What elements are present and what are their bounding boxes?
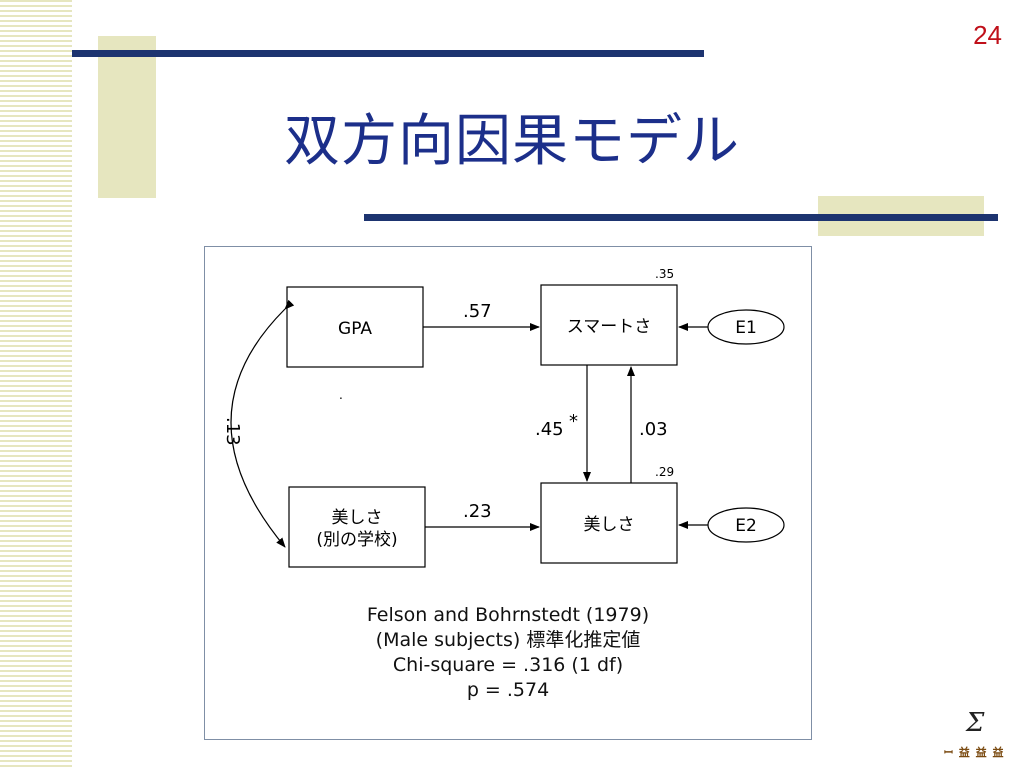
path-diagram-svg: GPA スマートさ 美しさ (別の学校) 美しさ E1 E2 .57 .23 .… xyxy=(222,267,785,568)
beauty-label: 美しさ xyxy=(584,515,635,535)
left-stripe-decoration xyxy=(0,0,72,768)
beauty-other-box xyxy=(288,486,426,568)
smart-box xyxy=(540,284,678,366)
footer-mark: ꟷ 益 益 益 xyxy=(944,746,1005,759)
coef-beauty-to-smart: .03 xyxy=(639,419,668,440)
figure-caption: Felson and Bohrnstedt (1979) (Male subje… xyxy=(205,603,811,703)
coef-significance-mark: * xyxy=(569,411,578,432)
r2-beauty: .29 xyxy=(655,465,674,479)
header-rule-bottom xyxy=(364,214,998,221)
beauty-other-label-line2: (別の学校) xyxy=(316,530,397,550)
r2-smart: .35 xyxy=(655,267,674,281)
caption-line-4: p = .574 xyxy=(466,679,550,701)
e1-label: E1 xyxy=(735,318,757,338)
caption-line-3: Chi-square = .316 (1 df) xyxy=(392,654,624,676)
beauty-box xyxy=(540,482,678,564)
coef-covariance: .13 xyxy=(222,417,243,446)
decor-block-left xyxy=(98,36,156,198)
caption-line-1: Felson and Bohrnstedt (1979) xyxy=(366,604,650,626)
page-number: 24 xyxy=(973,20,1002,50)
header-rule-top xyxy=(72,50,704,57)
covariance-curve xyxy=(230,299,295,548)
coef-gpa-to-smart: .57 xyxy=(463,301,492,322)
beauty-other-label-line1: 美しさ xyxy=(332,508,383,528)
e2-label: E2 xyxy=(735,516,757,536)
caption-line-2: (Male subjects) 標準化推定値 xyxy=(375,629,641,651)
smart-label: スマートさ xyxy=(567,317,652,337)
coef-smart-to-beauty: .45 xyxy=(535,419,564,440)
slide-title: 双方向因果モデル xyxy=(284,109,740,174)
coef-beauty-other-to-beauty: .23 xyxy=(463,501,492,522)
gpa-label: GPA xyxy=(338,319,372,339)
stray-dot: . xyxy=(339,388,343,402)
sigma-logo-icon: Σ xyxy=(966,708,985,738)
path-diagram-figure: GPA スマートさ 美しさ (別の学校) 美しさ E1 E2 .57 .23 .… xyxy=(204,246,812,740)
